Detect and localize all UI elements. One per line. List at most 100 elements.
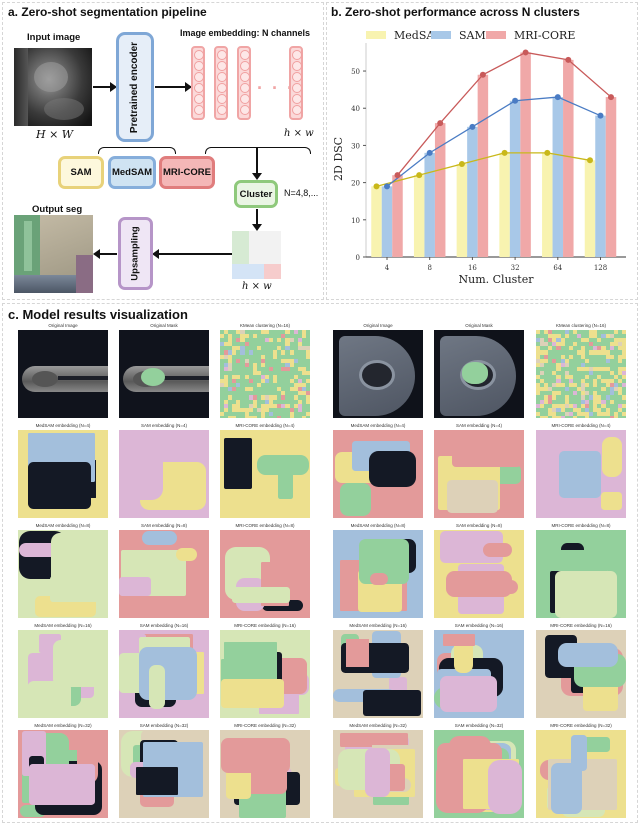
model-medsam-box: MedSAM	[108, 156, 156, 189]
model-sam-label: SAM	[70, 167, 92, 178]
embedding-segmentation	[434, 630, 524, 718]
data-point	[479, 71, 486, 78]
y-axis-label: 2D DSC	[332, 137, 345, 181]
result-caption: MedSAM embedding (N=16)	[34, 623, 92, 628]
result-caption: MedSAM embedding (N=8)	[35, 523, 91, 528]
bar	[595, 115, 606, 258]
result-cell: SAM embedding (N=32)	[434, 722, 524, 818]
arrow-upsampling-to-output	[93, 249, 117, 259]
legend-swatch	[486, 31, 506, 39]
result-cell: MRI-CORE embedding (N=16)	[220, 622, 310, 718]
result-caption: SAM embedding (N=4)	[456, 423, 502, 428]
kmeans-segmentation	[536, 330, 626, 418]
data-point	[384, 183, 390, 190]
result-cell: MedSAM embedding (N=4)	[333, 422, 423, 518]
result-cell: Original Mask	[434, 322, 524, 418]
arrow-cluster-to-map	[252, 209, 262, 231]
panel-c	[2, 303, 638, 823]
result-caption: SAM embedding (N=4)	[141, 423, 187, 428]
output-seg-label: Output seg	[32, 204, 83, 215]
data-point	[469, 123, 476, 130]
bar	[605, 97, 617, 257]
result-caption: MRI-CORE embedding (N=4)	[235, 423, 295, 428]
result-cell: MedSAM embedding (N=32)	[18, 722, 108, 818]
result-caption: MRI-CORE embedding (N=4)	[551, 423, 611, 428]
result-caption: MedSAM embedding (N=32)	[349, 723, 407, 728]
result-caption: MRI-CORE embedding (N=32)	[234, 723, 296, 728]
embedding-channel	[191, 46, 205, 120]
series-line	[376, 152, 591, 187]
result-cell: SAM embedding (N=16)	[434, 622, 524, 718]
result-cell: KMean clustering (N=16)	[536, 322, 626, 418]
upsampling-box: Upsampling	[118, 217, 153, 290]
result-cell: MRI-CORE embedding (N=16)	[536, 622, 626, 718]
data-point	[394, 172, 401, 179]
data-point	[554, 94, 561, 101]
original-image	[333, 330, 423, 418]
embedding-brace	[205, 147, 311, 154]
data-point	[512, 97, 519, 104]
y-tick-label: 10	[351, 217, 360, 225]
series-line	[396, 51, 612, 176]
cluster-label: Cluster	[239, 188, 273, 200]
bar	[563, 59, 574, 257]
result-caption: MedSAM embedding (N=8)	[350, 523, 406, 528]
cluster-dims: h × w	[242, 281, 272, 292]
embedding-dims: h × w	[284, 128, 314, 139]
encoder-brace	[98, 147, 176, 154]
series-line	[386, 96, 601, 187]
cluster-box: Cluster	[234, 180, 278, 208]
embedding-segmentation	[220, 730, 310, 818]
bar	[509, 100, 521, 257]
x-tick-label: 8	[427, 264, 431, 272]
embedding-segmentation	[434, 530, 524, 618]
result-caption: SAM embedding (N=16)	[139, 623, 189, 628]
model-medsam-label: MedSAM	[111, 167, 153, 178]
result-caption: MedSAM embedding (N=32)	[34, 723, 92, 728]
result-cell: MRI-CORE embedding (N=8)	[220, 522, 310, 618]
embedding-segmentation	[536, 430, 626, 518]
result-cell: MedSAM embedding (N=16)	[333, 622, 423, 718]
upsampling-label: Upsampling	[130, 226, 141, 281]
data-point	[501, 149, 508, 156]
embedding-segmentation	[536, 530, 626, 618]
legend-swatch	[366, 31, 386, 39]
model-sam-box: SAM	[58, 156, 104, 189]
result-cell: MedSAM embedding (N=4)	[18, 422, 108, 518]
embedding-segmentation	[119, 530, 209, 618]
result-caption: MedSAM embedding (N=4)	[35, 423, 91, 428]
embedding-segmentation	[220, 630, 310, 718]
model-mricore-box: MRI-CORE	[159, 156, 215, 189]
arrow-map-to-upsampling	[152, 249, 232, 259]
y-tick-label: 20	[351, 180, 360, 188]
input-dims: H × W	[36, 128, 74, 141]
data-point	[373, 183, 380, 190]
arrow-input-to-encoder	[93, 82, 117, 92]
result-caption: SAM embedding (N=32)	[454, 723, 504, 728]
result-caption: SAM embedding (N=32)	[139, 723, 189, 728]
bar	[477, 74, 489, 257]
result-cell: Original Mask	[119, 322, 209, 418]
result-cell: SAM embedding (N=32)	[119, 722, 209, 818]
result-cell: SAM embedding (N=8)	[119, 522, 209, 618]
result-cell: SAM embedding (N=4)	[434, 422, 524, 518]
result-caption: KMean clustering (N=16)	[240, 323, 290, 328]
embedding-segmentation	[333, 730, 423, 818]
bar	[499, 152, 510, 257]
embedding-segmentation	[220, 530, 310, 618]
bar	[552, 97, 564, 257]
result-cell: MRI-CORE embedding (N=4)	[536, 422, 626, 518]
embedding-segmentation	[434, 430, 524, 518]
result-caption: SAM embedding (N=8)	[141, 523, 187, 528]
data-point	[565, 56, 572, 63]
embedding-segmentation	[18, 430, 108, 518]
result-caption: SAM embedding (N=16)	[454, 623, 504, 628]
result-cell: MedSAM embedding (N=16)	[18, 622, 108, 718]
output-seg-image	[14, 215, 93, 293]
data-point	[458, 161, 465, 168]
embedding-segmentation	[119, 630, 209, 718]
model-mricore-label: MRI-CORE	[162, 167, 212, 178]
embedding-channel	[214, 46, 228, 120]
input-image-label: Input image	[27, 32, 81, 43]
